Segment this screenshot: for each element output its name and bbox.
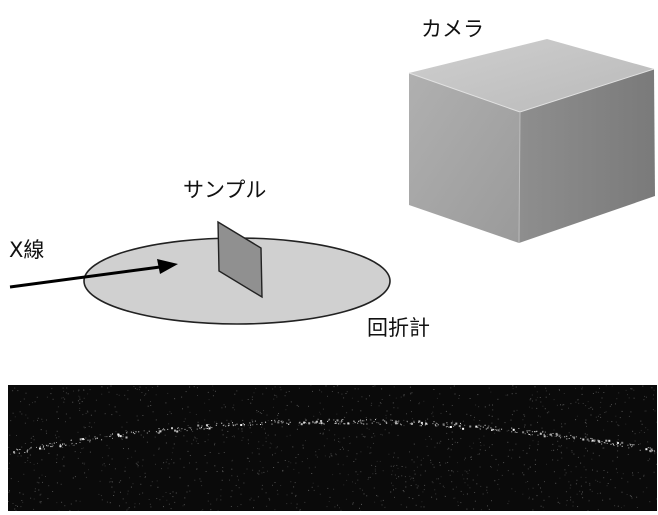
setup-diagram <box>0 0 658 385</box>
diffractometer-label: 回折計 <box>367 318 430 339</box>
camera-box-icon <box>409 39 655 243</box>
diffraction-ring-image <box>8 385 657 511</box>
camera-label: カメラ <box>421 19 484 40</box>
detector-image <box>8 385 657 511</box>
sample-label: サンプル <box>183 180 266 201</box>
xray-label: X線 <box>9 240 44 261</box>
